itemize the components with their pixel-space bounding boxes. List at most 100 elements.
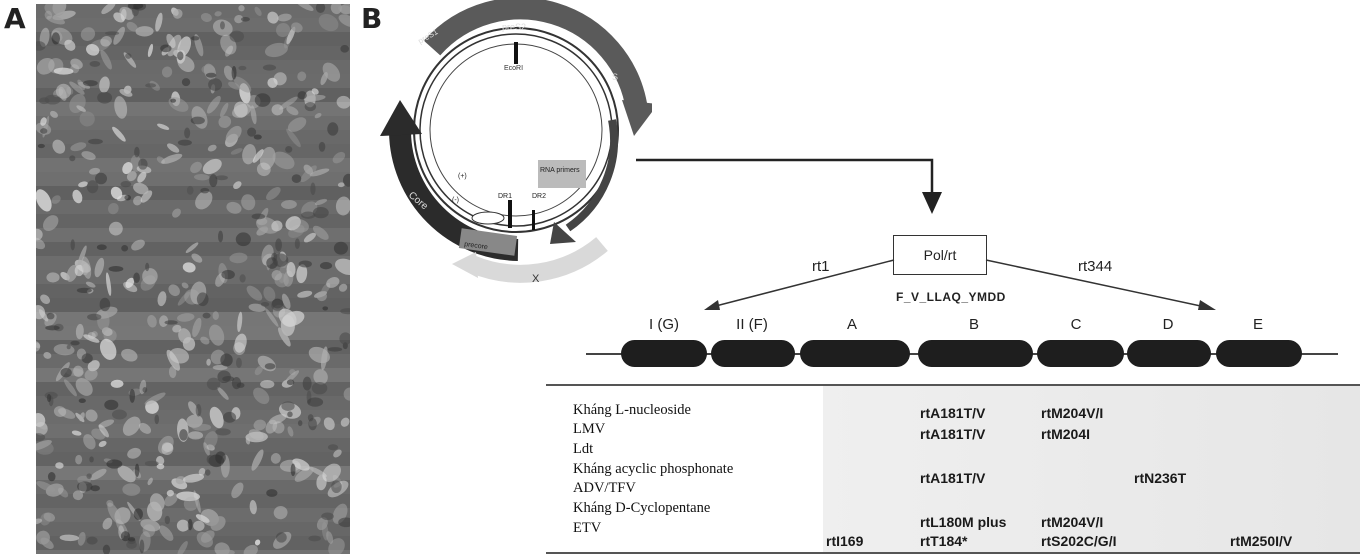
- rna-primers-box: [538, 160, 586, 188]
- micrograph-particle: [287, 426, 294, 437]
- micrograph-shadow: [120, 531, 131, 542]
- micrograph-particle: [316, 474, 327, 491]
- micrograph-shadow: [315, 4, 326, 13]
- micrograph-shadow: [340, 44, 350, 53]
- micrograph-shadow: [95, 172, 108, 185]
- micrograph-particle: [264, 42, 288, 58]
- micrograph-particle: [297, 71, 307, 82]
- micrograph-particle: [142, 268, 158, 285]
- micrograph-particle: [200, 336, 210, 345]
- micrograph-particle: [183, 496, 199, 511]
- micrograph-particle: [79, 412, 85, 422]
- micrograph-shadow: [104, 399, 119, 411]
- micrograph-particle: [36, 413, 46, 427]
- micrograph-particle: [318, 13, 339, 32]
- micrograph-particle: [326, 277, 340, 288]
- micrograph-shadow: [291, 174, 302, 183]
- micrograph-shadow: [86, 180, 99, 194]
- micrograph-particle: [278, 308, 297, 328]
- pol-domain-arrows: [704, 259, 1216, 310]
- table-top-rule: [546, 384, 1360, 386]
- micrograph-particle: [200, 13, 212, 22]
- micrograph-particle: [105, 272, 112, 296]
- micrograph-particle: [51, 195, 61, 204]
- micrograph-particle: [292, 458, 310, 471]
- micrograph-particle: [112, 126, 126, 142]
- plus-strand-label: (+): [458, 173, 467, 180]
- micrograph-particle: [83, 434, 96, 450]
- micrograph-particle: [182, 473, 205, 483]
- micrograph-particle: [330, 4, 342, 15]
- micrograph-shadow: [217, 370, 231, 384]
- micrograph-particle: [133, 195, 143, 206]
- micrograph-shadow: [78, 398, 86, 404]
- micrograph-particle: [85, 281, 96, 288]
- row-ldt: Ldt: [573, 441, 594, 457]
- micrograph-particle: [300, 165, 317, 183]
- micrograph-shadow: [133, 508, 144, 520]
- mutation-lnuc-c: rtM204V/I: [1041, 405, 1104, 421]
- micrograph-shadow: [294, 238, 300, 250]
- micrograph-particle: [294, 467, 314, 482]
- micrograph-particle: [159, 315, 169, 327]
- micrograph-shadow: [89, 60, 101, 67]
- micrograph-particle: [256, 162, 271, 177]
- micrograph-shadow: [87, 313, 102, 321]
- micrograph-shadow: [301, 211, 316, 219]
- s-label: S: [612, 72, 618, 82]
- mutation-etv-e: rtM250I/V: [1230, 533, 1293, 549]
- micrograph-particle: [204, 431, 218, 450]
- micrograph-particle: [219, 549, 235, 554]
- micrograph-particle: [271, 104, 284, 116]
- micrograph-particle: [125, 277, 135, 289]
- micrograph-shadow: [271, 252, 278, 262]
- micrograph-particle: [71, 430, 82, 436]
- micrograph-shadow: [127, 4, 144, 10]
- micrograph-particle: [107, 202, 119, 215]
- micrograph-shadow: [134, 463, 140, 477]
- micrograph-particle: [78, 181, 88, 188]
- micrograph-particle: [233, 76, 252, 93]
- mutation-adv-b: rtA181T/V: [920, 470, 986, 486]
- micrograph-particle: [231, 482, 244, 499]
- panel-label-a: A: [4, 2, 26, 35]
- micrograph-particle: [326, 531, 334, 544]
- micrograph-particle: [52, 139, 66, 154]
- micrograph-particle: [253, 419, 267, 431]
- micrograph-particle: [250, 105, 257, 125]
- micrograph-particle: [140, 190, 153, 203]
- micrograph-shadow: [195, 404, 202, 417]
- micrograph-shadow: [208, 78, 223, 91]
- micrograph-shadow: [120, 181, 132, 188]
- micrograph-particle: [121, 348, 138, 362]
- micrograph-particle: [131, 239, 145, 251]
- micrograph-particle: [286, 26, 296, 45]
- domain-label-i-g: I (G): [649, 316, 679, 333]
- resistance-table: [546, 384, 1360, 554]
- dr1-mark: [508, 200, 512, 228]
- micrograph-particle: [286, 128, 301, 148]
- micrograph-shadow: [96, 244, 107, 251]
- micrograph-particle: [36, 440, 52, 451]
- micrograph-shadow: [40, 128, 48, 134]
- micrograph-particle: [166, 349, 180, 371]
- micrograph-shadow: [184, 127, 191, 139]
- micrograph-particle: [177, 313, 195, 322]
- micrograph-particle: [270, 453, 281, 464]
- micrograph-shadow: [82, 80, 98, 87]
- micrograph-particle: [332, 151, 346, 164]
- pres-s-arrow: [423, 0, 648, 112]
- micrograph-shadow: [319, 262, 333, 270]
- micrograph-particle: [102, 517, 113, 530]
- row-etv: ETV: [573, 520, 602, 536]
- micrograph-particle: [63, 379, 77, 397]
- micrograph-particle: [38, 309, 49, 322]
- table-bottom-rule: [546, 552, 1360, 554]
- cap-structure: [471, 211, 505, 225]
- micrograph-particle: [36, 518, 43, 525]
- micrograph-particle: [85, 409, 98, 422]
- micrograph-shadow: [219, 21, 225, 30]
- domain-label-b: B: [968, 316, 979, 333]
- micrograph-shadow: [77, 481, 93, 492]
- micrograph-particle: [147, 315, 157, 328]
